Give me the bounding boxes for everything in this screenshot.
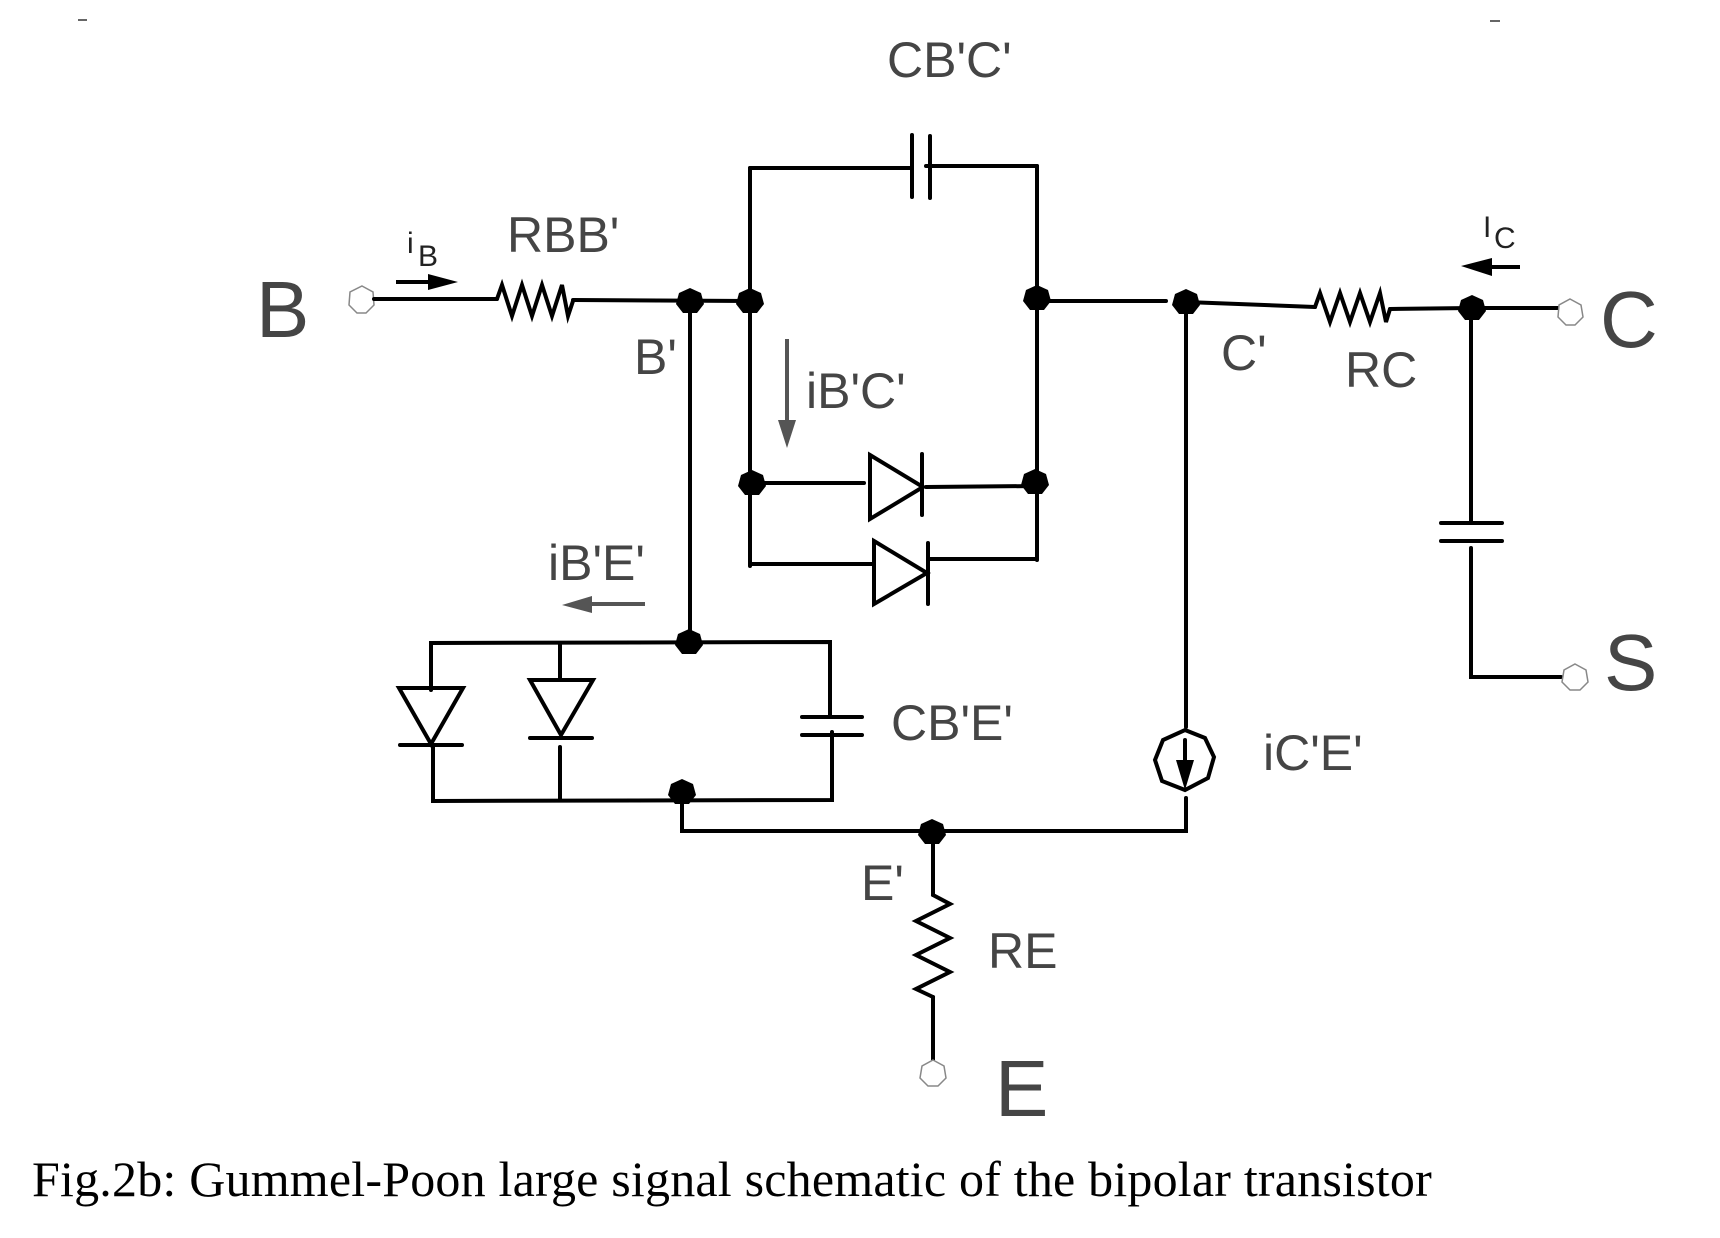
resistor-rbb-icon bbox=[495, 278, 575, 324]
be-top-bus bbox=[429, 639, 832, 717]
junction-be-bottom bbox=[668, 779, 696, 804]
emitter-terminal: E bbox=[919, 1044, 1048, 1133]
terminal-circle-c bbox=[1557, 298, 1584, 326]
label-ibc: iB'C' bbox=[806, 363, 906, 419]
base-terminal: B bbox=[256, 265, 375, 354]
ib-label-sub: B bbox=[418, 240, 438, 273]
capacitor-cbc-icon bbox=[910, 133, 932, 200]
resistor-rc-icon bbox=[1313, 285, 1392, 329]
label-re: RE bbox=[988, 923, 1057, 979]
wire-cprime-to-rc bbox=[1184, 300, 1317, 309]
label-cbc: CB'C' bbox=[887, 32, 1012, 88]
diode-be1-icon bbox=[395, 686, 467, 749]
base-current-indicator: i B bbox=[396, 227, 458, 290]
terminal-circle-e bbox=[919, 1059, 947, 1087]
be-current-indicator: iB'E' bbox=[548, 535, 645, 613]
wire-be-to-eprime bbox=[680, 793, 934, 833]
collector-current-indicator: I C bbox=[1461, 211, 1520, 276]
label-rbb: RBB' bbox=[507, 207, 619, 263]
wire-rbb-to-bprime bbox=[571, 298, 752, 303]
terminal-label-b: B bbox=[256, 265, 309, 354]
junction-bprime bbox=[676, 288, 704, 313]
wire-cs-to-s bbox=[1469, 546, 1563, 679]
be-bottom-bus bbox=[431, 730, 834, 804]
substrate-terminal: S bbox=[1561, 618, 1657, 707]
label-cprime: C' bbox=[1221, 325, 1267, 381]
resistor-re-icon bbox=[911, 893, 955, 999]
label-eprime: E' bbox=[861, 855, 904, 911]
ib-label-main: i bbox=[407, 227, 414, 260]
current-source-icon bbox=[1152, 727, 1217, 793]
junction-bc-left-top bbox=[736, 288, 764, 313]
wire-rc-to-junction bbox=[1388, 306, 1474, 311]
junction-bc-left-diode bbox=[738, 470, 766, 495]
terminal-label-e: E bbox=[995, 1044, 1048, 1133]
ic-label-sub: C bbox=[1494, 222, 1516, 255]
capacitor-cs-icon bbox=[1439, 521, 1504, 543]
diode-be2-icon bbox=[526, 678, 597, 740]
terminal-circle-s bbox=[1561, 663, 1589, 691]
junction-collector bbox=[1458, 295, 1486, 320]
ic-arrow-head bbox=[1461, 258, 1492, 276]
label-cbe: CB'E' bbox=[891, 695, 1013, 751]
junction-cprime bbox=[1172, 289, 1200, 314]
diode-bc1-icon bbox=[868, 451, 927, 523]
junction-be-top bbox=[675, 629, 703, 654]
label-ice: iC'E' bbox=[1263, 725, 1363, 781]
terminal-circle-b bbox=[348, 285, 375, 314]
capacitor-cbe-icon bbox=[800, 715, 864, 737]
diode-bc2-icon bbox=[872, 537, 931, 608]
collector-terminal: C bbox=[1557, 275, 1658, 364]
wire-diode1-right bbox=[924, 484, 1039, 489]
label-ibe: iB'E' bbox=[548, 535, 645, 591]
junction-bc-right-diode bbox=[1021, 469, 1049, 494]
junction-bc-right-top bbox=[1023, 285, 1051, 310]
terminal-label-c: C bbox=[1600, 275, 1658, 364]
ibe-arrow-head bbox=[562, 596, 592, 613]
ic-label-main: I bbox=[1483, 211, 1491, 244]
bc-current-indicator: iB'C' bbox=[778, 339, 906, 448]
ib-arrow-head bbox=[428, 274, 458, 290]
label-rc: RC bbox=[1345, 342, 1417, 398]
junction-eprime bbox=[918, 819, 946, 844]
figure-caption: Fig.2b: Gummel-Poon large signal schemat… bbox=[32, 1151, 1432, 1207]
wire-cs-to-eprime bbox=[930, 796, 1188, 833]
ibc-arrow-head bbox=[778, 420, 796, 448]
label-bprime: B' bbox=[634, 329, 677, 385]
terminal-label-s: S bbox=[1604, 618, 1657, 707]
